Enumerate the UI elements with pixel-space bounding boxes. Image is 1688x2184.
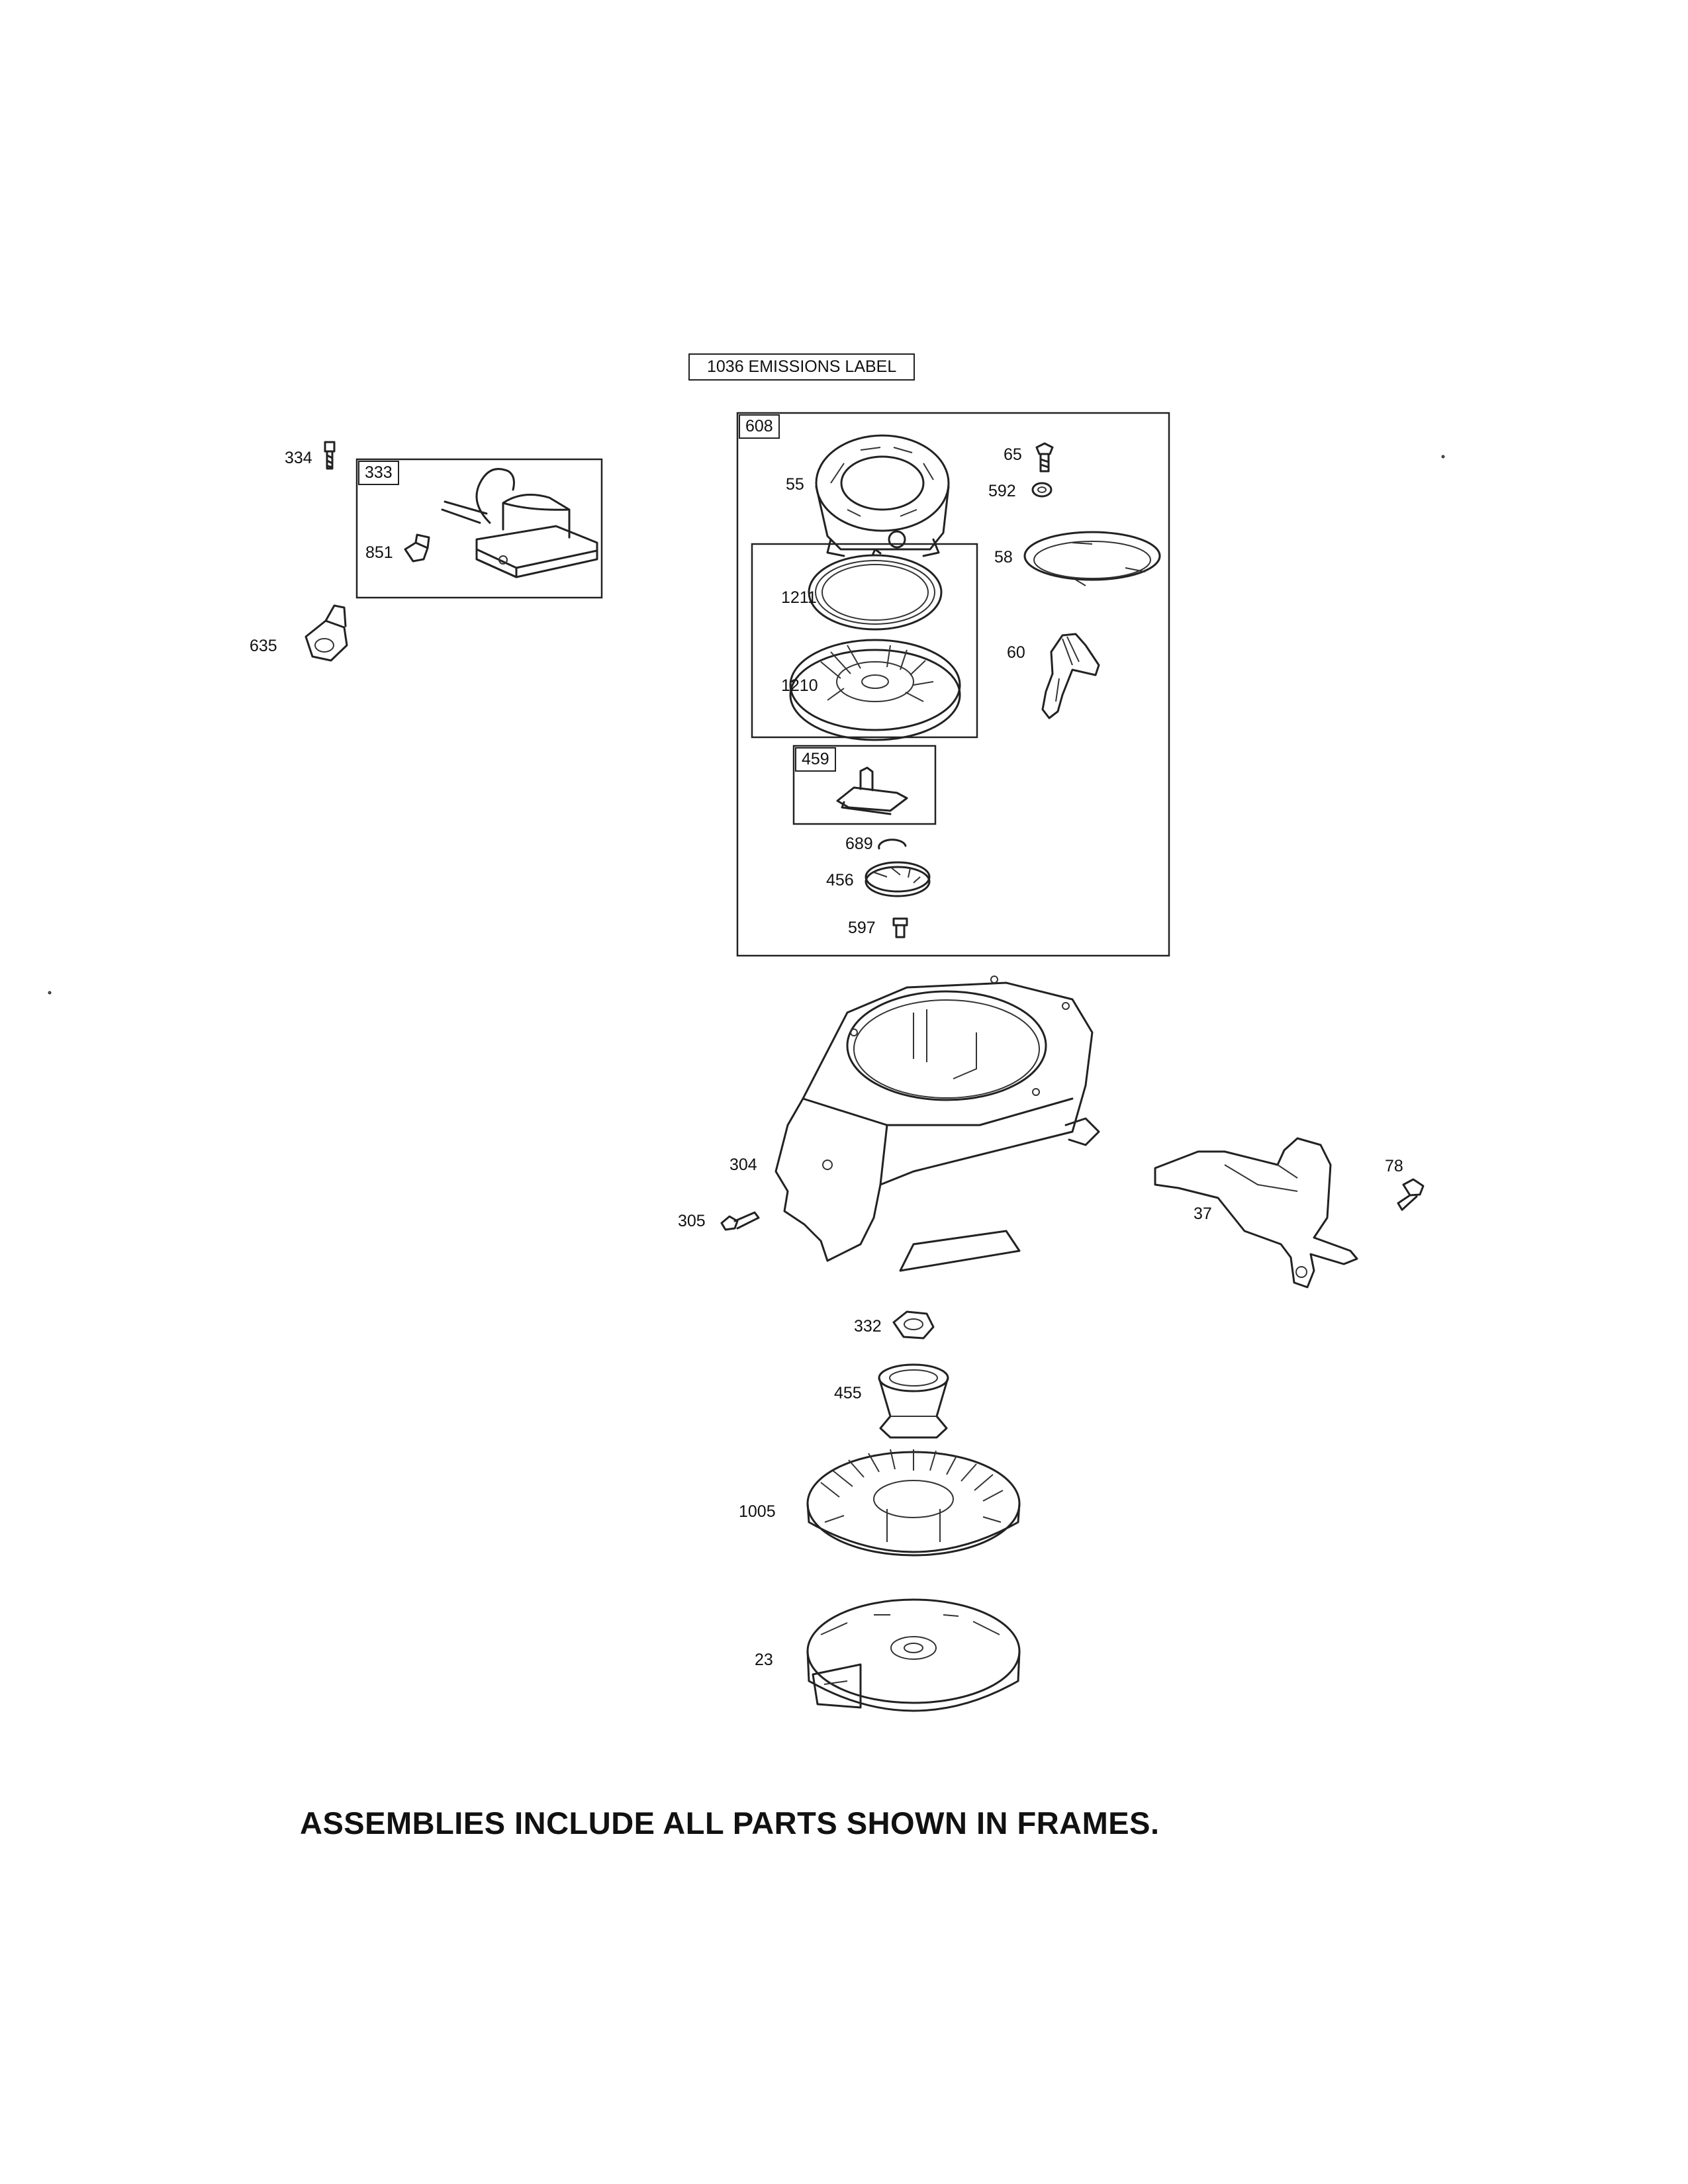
nut-332-part: [892, 1310, 935, 1340]
cam-456-part: [865, 861, 931, 897]
ignition-coil-333-part: [441, 468, 598, 578]
callout-592: 592: [988, 482, 1016, 500]
starter-rope-58-part: [1023, 531, 1161, 586]
frame-starter-box: [736, 412, 1170, 957]
starter-cup-455-part: [878, 1363, 949, 1439]
nut-592-part: [1031, 482, 1053, 498]
callout-635: 635: [250, 637, 277, 655]
flywheel-fan-1005-part: [806, 1449, 1021, 1557]
starter-handle-60-part: [1041, 633, 1100, 719]
callout-455: 455: [834, 1384, 862, 1402]
blower-housing-304-part: [774, 976, 1100, 1272]
callout-78: 78: [1385, 1157, 1403, 1175]
callout-334: 334: [285, 449, 312, 467]
flywheel-23-part: [806, 1598, 1021, 1712]
footer-note: ASSEMBLIES INCLUDE ALL PARTS SHOWN IN FR…: [300, 1805, 1160, 1841]
callout-851: 851: [365, 543, 393, 562]
pawl-459-part: [836, 766, 908, 815]
frame-tag-459: 459: [795, 747, 836, 772]
callout-304: 304: [729, 1156, 757, 1174]
callout-332: 332: [854, 1317, 882, 1336]
frame-tag-333: 333: [358, 461, 399, 485]
pulley-1210-part: [789, 639, 961, 741]
spark-plug-boot-635-part: [305, 604, 348, 662]
rewind-spring-1211-part: [808, 548, 943, 631]
callout-1211: 1211: [781, 588, 817, 607]
callout-305: 305: [678, 1212, 706, 1230]
screw-78-part: [1397, 1178, 1425, 1211]
clip-851-part: [404, 533, 430, 563]
frame-tag-608: 608: [739, 414, 780, 439]
baffle-37-part: [1154, 1137, 1358, 1289]
frame-pulley-box: [751, 543, 978, 739]
starter-housing-55-part: [815, 434, 950, 557]
callout-1005: 1005: [739, 1502, 776, 1521]
callout-58: 58: [994, 548, 1013, 567]
callout-23: 23: [755, 1651, 773, 1669]
screw-334-part: [324, 441, 336, 470]
callout-689: 689: [845, 835, 873, 853]
callout-65: 65: [1004, 445, 1022, 464]
screw-305-part: [720, 1211, 760, 1231]
callout-55: 55: [786, 475, 804, 494]
callout-597: 597: [848, 919, 876, 937]
frame-ignition-box: [355, 458, 603, 599]
emissions-label-callout: 1036 EMISSIONS LABEL: [688, 353, 915, 381]
retainer-689-part: [878, 839, 907, 850]
screw-597-part: [892, 917, 908, 938]
callout-1210: 1210: [781, 676, 818, 695]
callout-37: 37: [1194, 1205, 1212, 1223]
callout-60: 60: [1007, 643, 1025, 662]
screw-65-part: [1035, 442, 1054, 473]
callout-456: 456: [826, 871, 854, 889]
frame-pawl-box: [792, 745, 937, 825]
